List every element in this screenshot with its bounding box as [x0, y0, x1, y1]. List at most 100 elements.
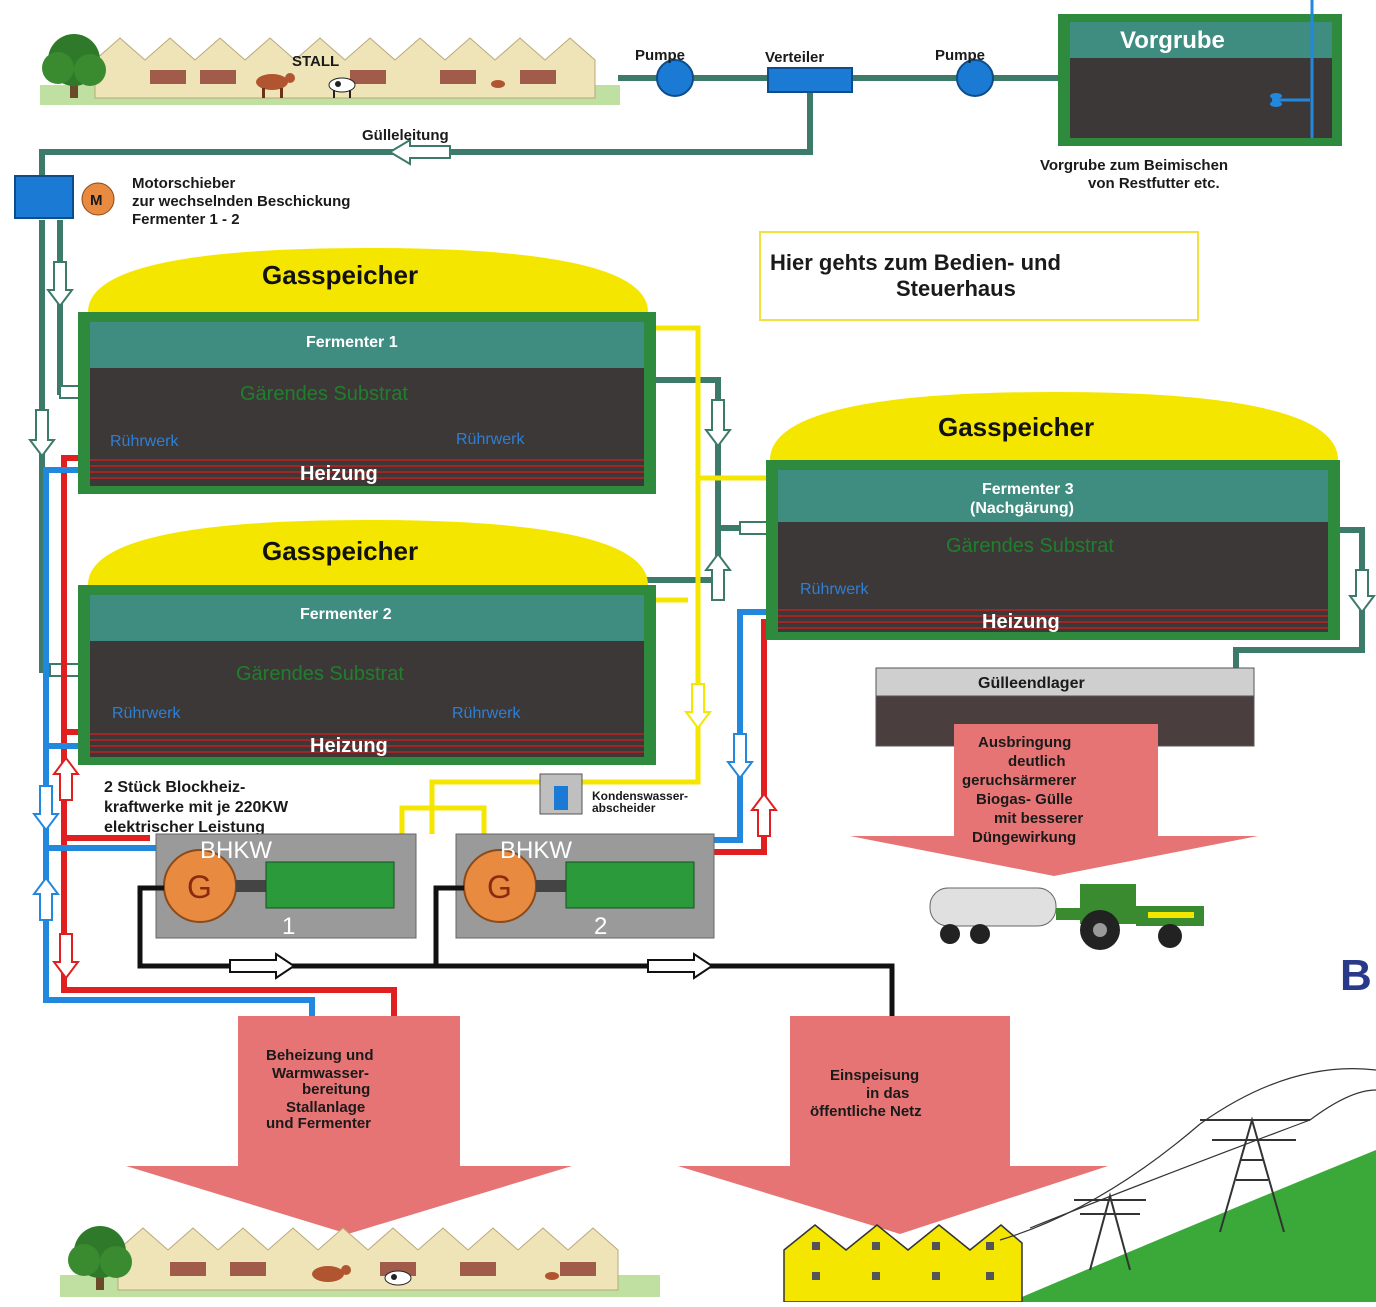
bottom-stall-illustration: [60, 1226, 660, 1297]
spreading-text-3: geruchsärmerer: [962, 772, 1076, 789]
condensate-separator[interactable]: [539, 773, 583, 815]
heating-coils: [90, 459, 644, 479]
heat-output-text-1: Beheizung und: [266, 1047, 374, 1064]
tree-icon: [68, 1226, 132, 1290]
top-stall-illustration: STALL: [40, 34, 620, 105]
control-house-link-line-2[interactable]: Steuerhaus: [896, 276, 1016, 301]
heat-output-arrow: [126, 1016, 572, 1234]
calf-icon: [545, 1272, 559, 1280]
condensate-label-1: Kondenswasser-: [592, 789, 688, 803]
power-flow-arrows: [229, 952, 714, 980]
cow-icon: [328, 77, 356, 98]
edge-letter: B: [1340, 951, 1372, 1000]
fermenter-1-heating: Heizung: [300, 463, 378, 485]
control-house-link[interactable]: Hier gehts zum Bedien- und Steuerhaus: [759, 231, 1199, 321]
fermenter-1-title: Fermenter 1: [306, 334, 398, 351]
power-cables: [137, 885, 895, 1020]
chp-description-2: kraftwerke mit je 220KW: [104, 799, 289, 816]
chp-1-number: 1: [282, 913, 295, 940]
fermenter-2-agitator-left: Rührwerk: [112, 705, 181, 722]
spreading-text-5: mit besserer: [994, 810, 1083, 827]
condensate-label-2: abscheider: [592, 801, 656, 815]
chp-unit-1[interactable]: [155, 833, 417, 939]
chp-unit-2[interactable]: [455, 833, 715, 939]
fermenter-3-title: Fermenter 3: [982, 481, 1074, 498]
fermenter-3-heating: Heizung: [982, 611, 1060, 633]
slurry-line-label: Gülleleitung: [362, 127, 449, 144]
power-lines: [999, 1068, 1376, 1241]
gas-storage-label-1: Gasspeicher: [262, 260, 418, 290]
cow-icon: [384, 1270, 412, 1286]
pump-left[interactable]: [656, 59, 694, 97]
fermenter-1[interactable]: [78, 312, 656, 494]
heating-coils: [90, 733, 644, 753]
houses: [783, 1224, 1023, 1303]
heat-output-text-4: Stallanlage: [286, 1099, 365, 1116]
gas-storage-dome-2[interactable]: [88, 520, 648, 585]
fermenter-3[interactable]: [766, 460, 1340, 640]
spreading-arrow: [850, 724, 1258, 876]
heating-coils: [778, 609, 1328, 629]
gas-storage-label-3: Gasspeicher: [938, 412, 1094, 442]
generator-1-symbol: G: [187, 869, 212, 905]
heat-output-text-3: bereitung: [302, 1081, 370, 1098]
pre-pit-tank[interactable]: [1058, 0, 1342, 146]
motor-label-3: Fermenter 1 - 2: [132, 211, 240, 228]
fermenter-1-substrate: Gärendes Substrat: [240, 383, 408, 405]
water-flow-arrows: [32, 733, 778, 980]
fermenter-2-heating: Heizung: [310, 735, 388, 757]
grid-output-text-2: in das: [866, 1085, 909, 1102]
pre-pit-title: Vorgrube: [1120, 27, 1225, 54]
fermenter-2-agitator-right: Rührwerk: [452, 705, 521, 722]
fermenter-1-agitator-left: Rührwerk: [110, 433, 179, 450]
motor-icon: M: [81, 182, 115, 216]
stall-label: STALL: [292, 53, 339, 70]
final-slurry-storage-label: Gülleendlager: [978, 675, 1085, 692]
fermenter-2-substrate: Gärendes Substrat: [236, 663, 404, 685]
pre-pit-caption-2: von Restfutter etc.: [1088, 175, 1220, 192]
gas-storage-dome-3[interactable]: [770, 392, 1338, 460]
gas-storage-label-2: Gasspeicher: [262, 536, 418, 566]
chp-2-title: BHKW: [500, 837, 572, 864]
distributor-label: Verteiler: [765, 49, 824, 66]
fermenter-2-title: Fermenter 2: [300, 606, 392, 623]
pump-right-label: Pumpe: [935, 47, 985, 64]
distributor[interactable]: [767, 67, 853, 93]
heat-output-text-2: Warmwasser-: [272, 1065, 369, 1082]
chp-2-number: 2: [594, 913, 607, 940]
grid-output-text-3: öffentliche Netz: [810, 1103, 922, 1120]
cow-icon: [312, 1265, 351, 1282]
pre-pit-caption-1: Vorgrube zum Beimischen: [1040, 157, 1228, 174]
spreading-text-4: Biogas- Gülle: [976, 791, 1073, 808]
tree-icon: [42, 34, 106, 98]
spreading-text-6: Düngewirkung: [972, 829, 1076, 846]
fermenter-1-agitator-right: Rührwerk: [456, 431, 525, 448]
chp-description-1: 2 Stück Blockheiz-: [104, 779, 245, 796]
spreading-text-2: deutlich: [1008, 753, 1066, 770]
calf-icon: [491, 80, 505, 88]
spreading-text-1: Ausbringung: [978, 734, 1071, 751]
heat-output-text-5: und Fermenter: [266, 1115, 371, 1132]
fermenter-2[interactable]: [78, 585, 656, 765]
motor-label-2: zur wechselnden Beschickung: [132, 193, 350, 210]
cow-icon: [256, 73, 295, 98]
pump-left-label: Pumpe: [635, 47, 685, 64]
grid-output-text-1: Einspeisung: [830, 1067, 919, 1084]
grid-output-arrow: [678, 1016, 1108, 1234]
generator-2-symbol: G: [487, 869, 512, 905]
control-house-link-line-1[interactable]: Hier gehts zum Bedien- und: [770, 250, 1061, 275]
pump-right[interactable]: [956, 59, 994, 97]
chp-1-title: BHKW: [200, 837, 272, 864]
tractor-icon: [929, 884, 1204, 950]
motor-symbol: M: [90, 192, 103, 209]
fermenter-3-substrate: Gärendes Substrat: [946, 535, 1114, 557]
gas-storage-dome-1[interactable]: [88, 248, 648, 312]
chp-description-3: elektrischer Leistung: [104, 819, 265, 836]
fermenter-3-subtitle: (Nachgärung): [970, 500, 1074, 517]
motor-label-1: Motorschieber: [132, 175, 236, 192]
fermenter-3-agitator: Rührwerk: [800, 581, 869, 598]
barn-buildings: [94, 37, 596, 99]
power-grid-landscape: [783, 1068, 1376, 1303]
motor-valve[interactable]: [14, 175, 74, 219]
